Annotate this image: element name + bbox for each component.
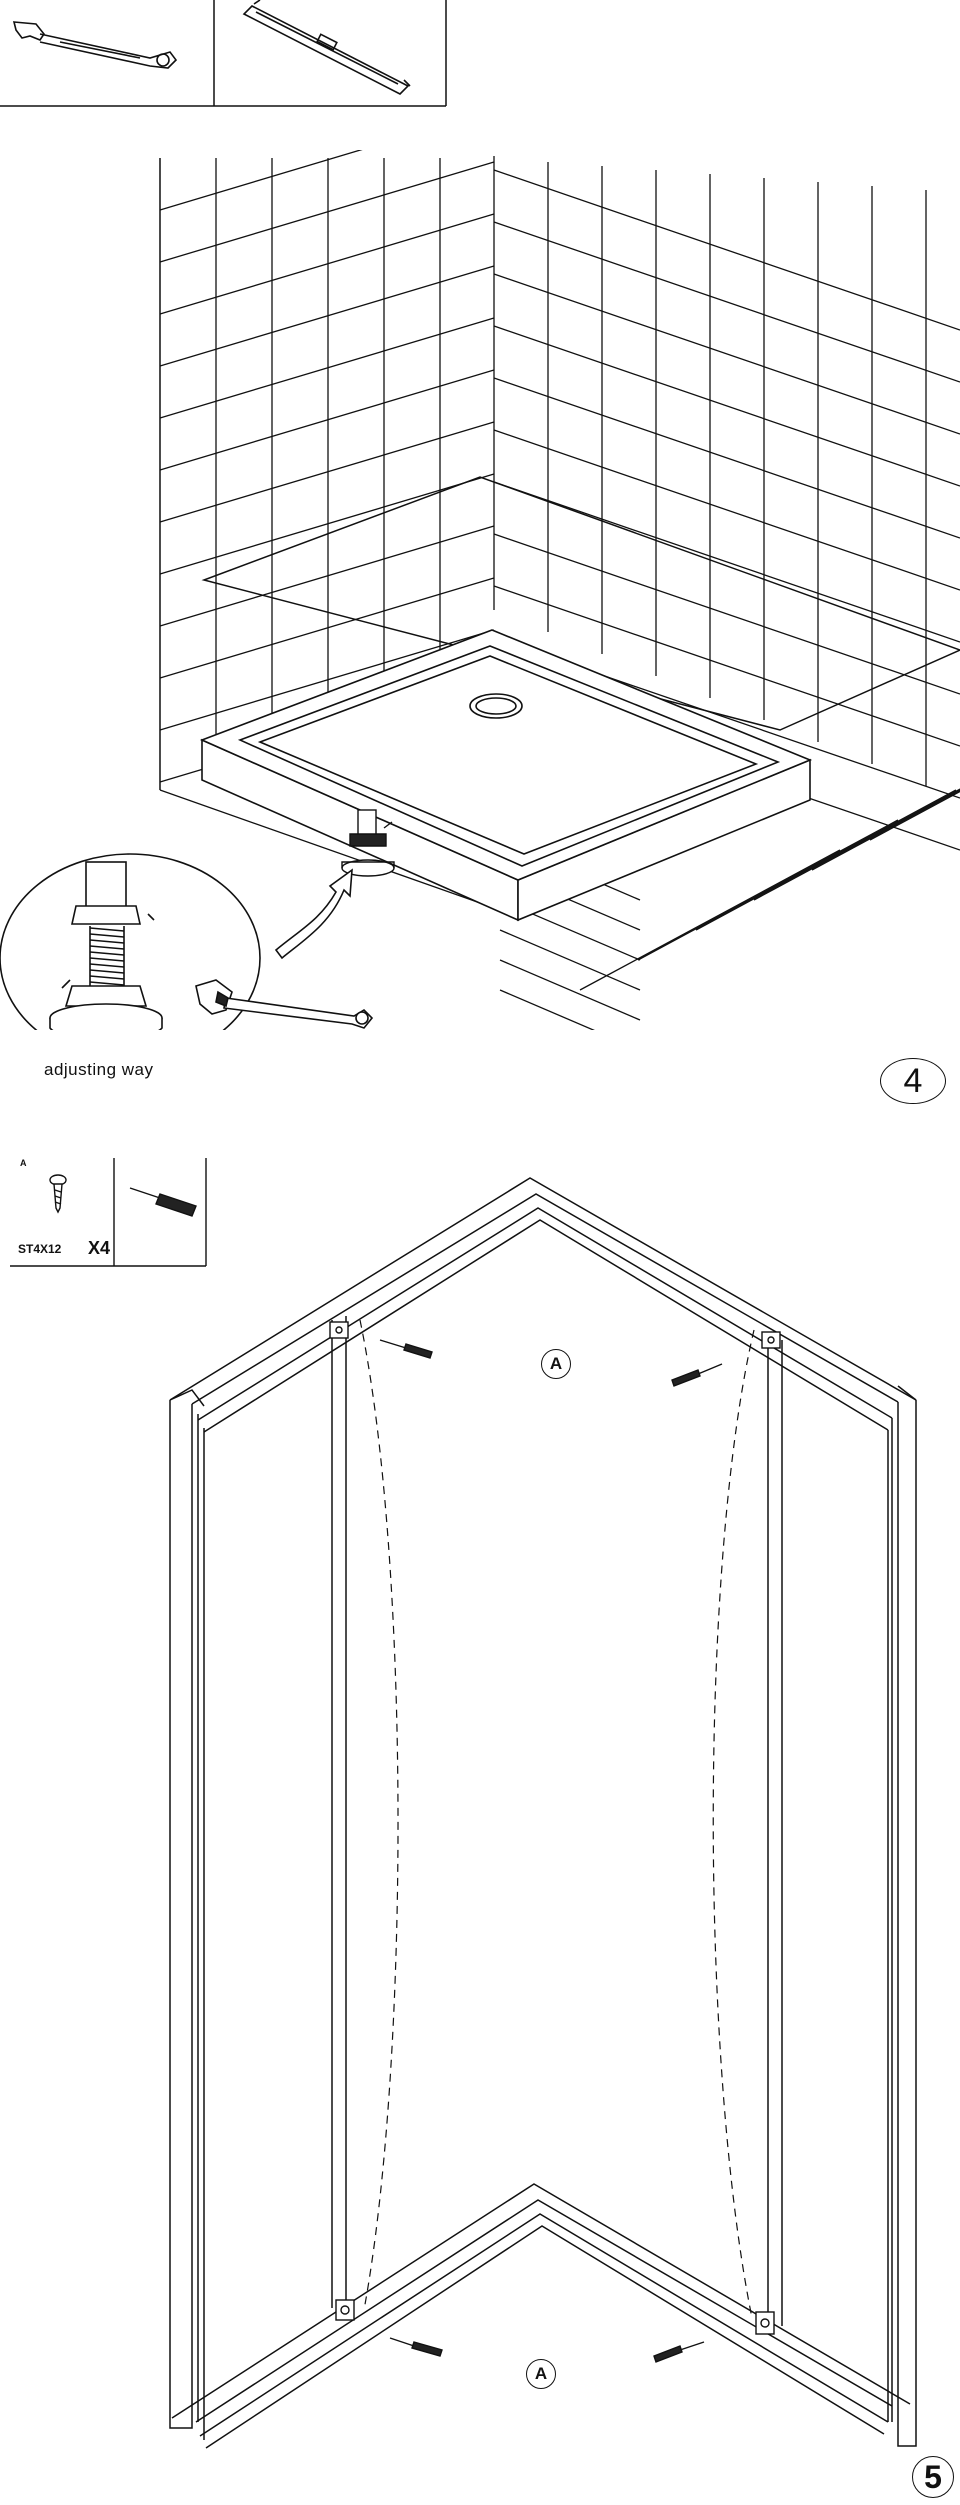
step5-parts-box: A ST4X12 X4 [10, 1150, 210, 1270]
callout-a-top: A [541, 1349, 571, 1379]
wrench-detail-icon [195, 979, 374, 1029]
shower-tray [199, 629, 813, 922]
step4-tools-box [0, 0, 450, 110]
wrench-icon [12, 21, 178, 69]
screw-bottom-left [389, 2337, 443, 2357]
adjustable-foot [341, 809, 395, 877]
magnified-foot-detail [0, 853, 261, 1030]
screw-marker-label: A [20, 1158, 27, 1168]
enclosure-frame-diagram: A A 5 [0, 1160, 960, 2505]
screw-bottom-right [653, 2341, 705, 2363]
adjust-arrow [274, 868, 353, 960]
screw-top-right [671, 1363, 723, 1387]
shower-tray-diagram: adjusting way 4 [0, 150, 960, 1104]
screw-quantity-label: X4 [88, 1238, 111, 1258]
step-number-5: 5 [912, 2456, 954, 2498]
screwdriver-icon [129, 1187, 197, 1217]
spirit-level-icon [242, 0, 411, 95]
screw-spec-label: ST4X12 [18, 1242, 62, 1256]
screw-top-left [379, 1339, 433, 1359]
adjusting-way-caption: adjusting way [44, 1060, 154, 1079]
step-number-4: 4 [880, 1058, 946, 1104]
callout-a-bottom: A [526, 2359, 556, 2389]
screw-icon [49, 1174, 67, 1214]
